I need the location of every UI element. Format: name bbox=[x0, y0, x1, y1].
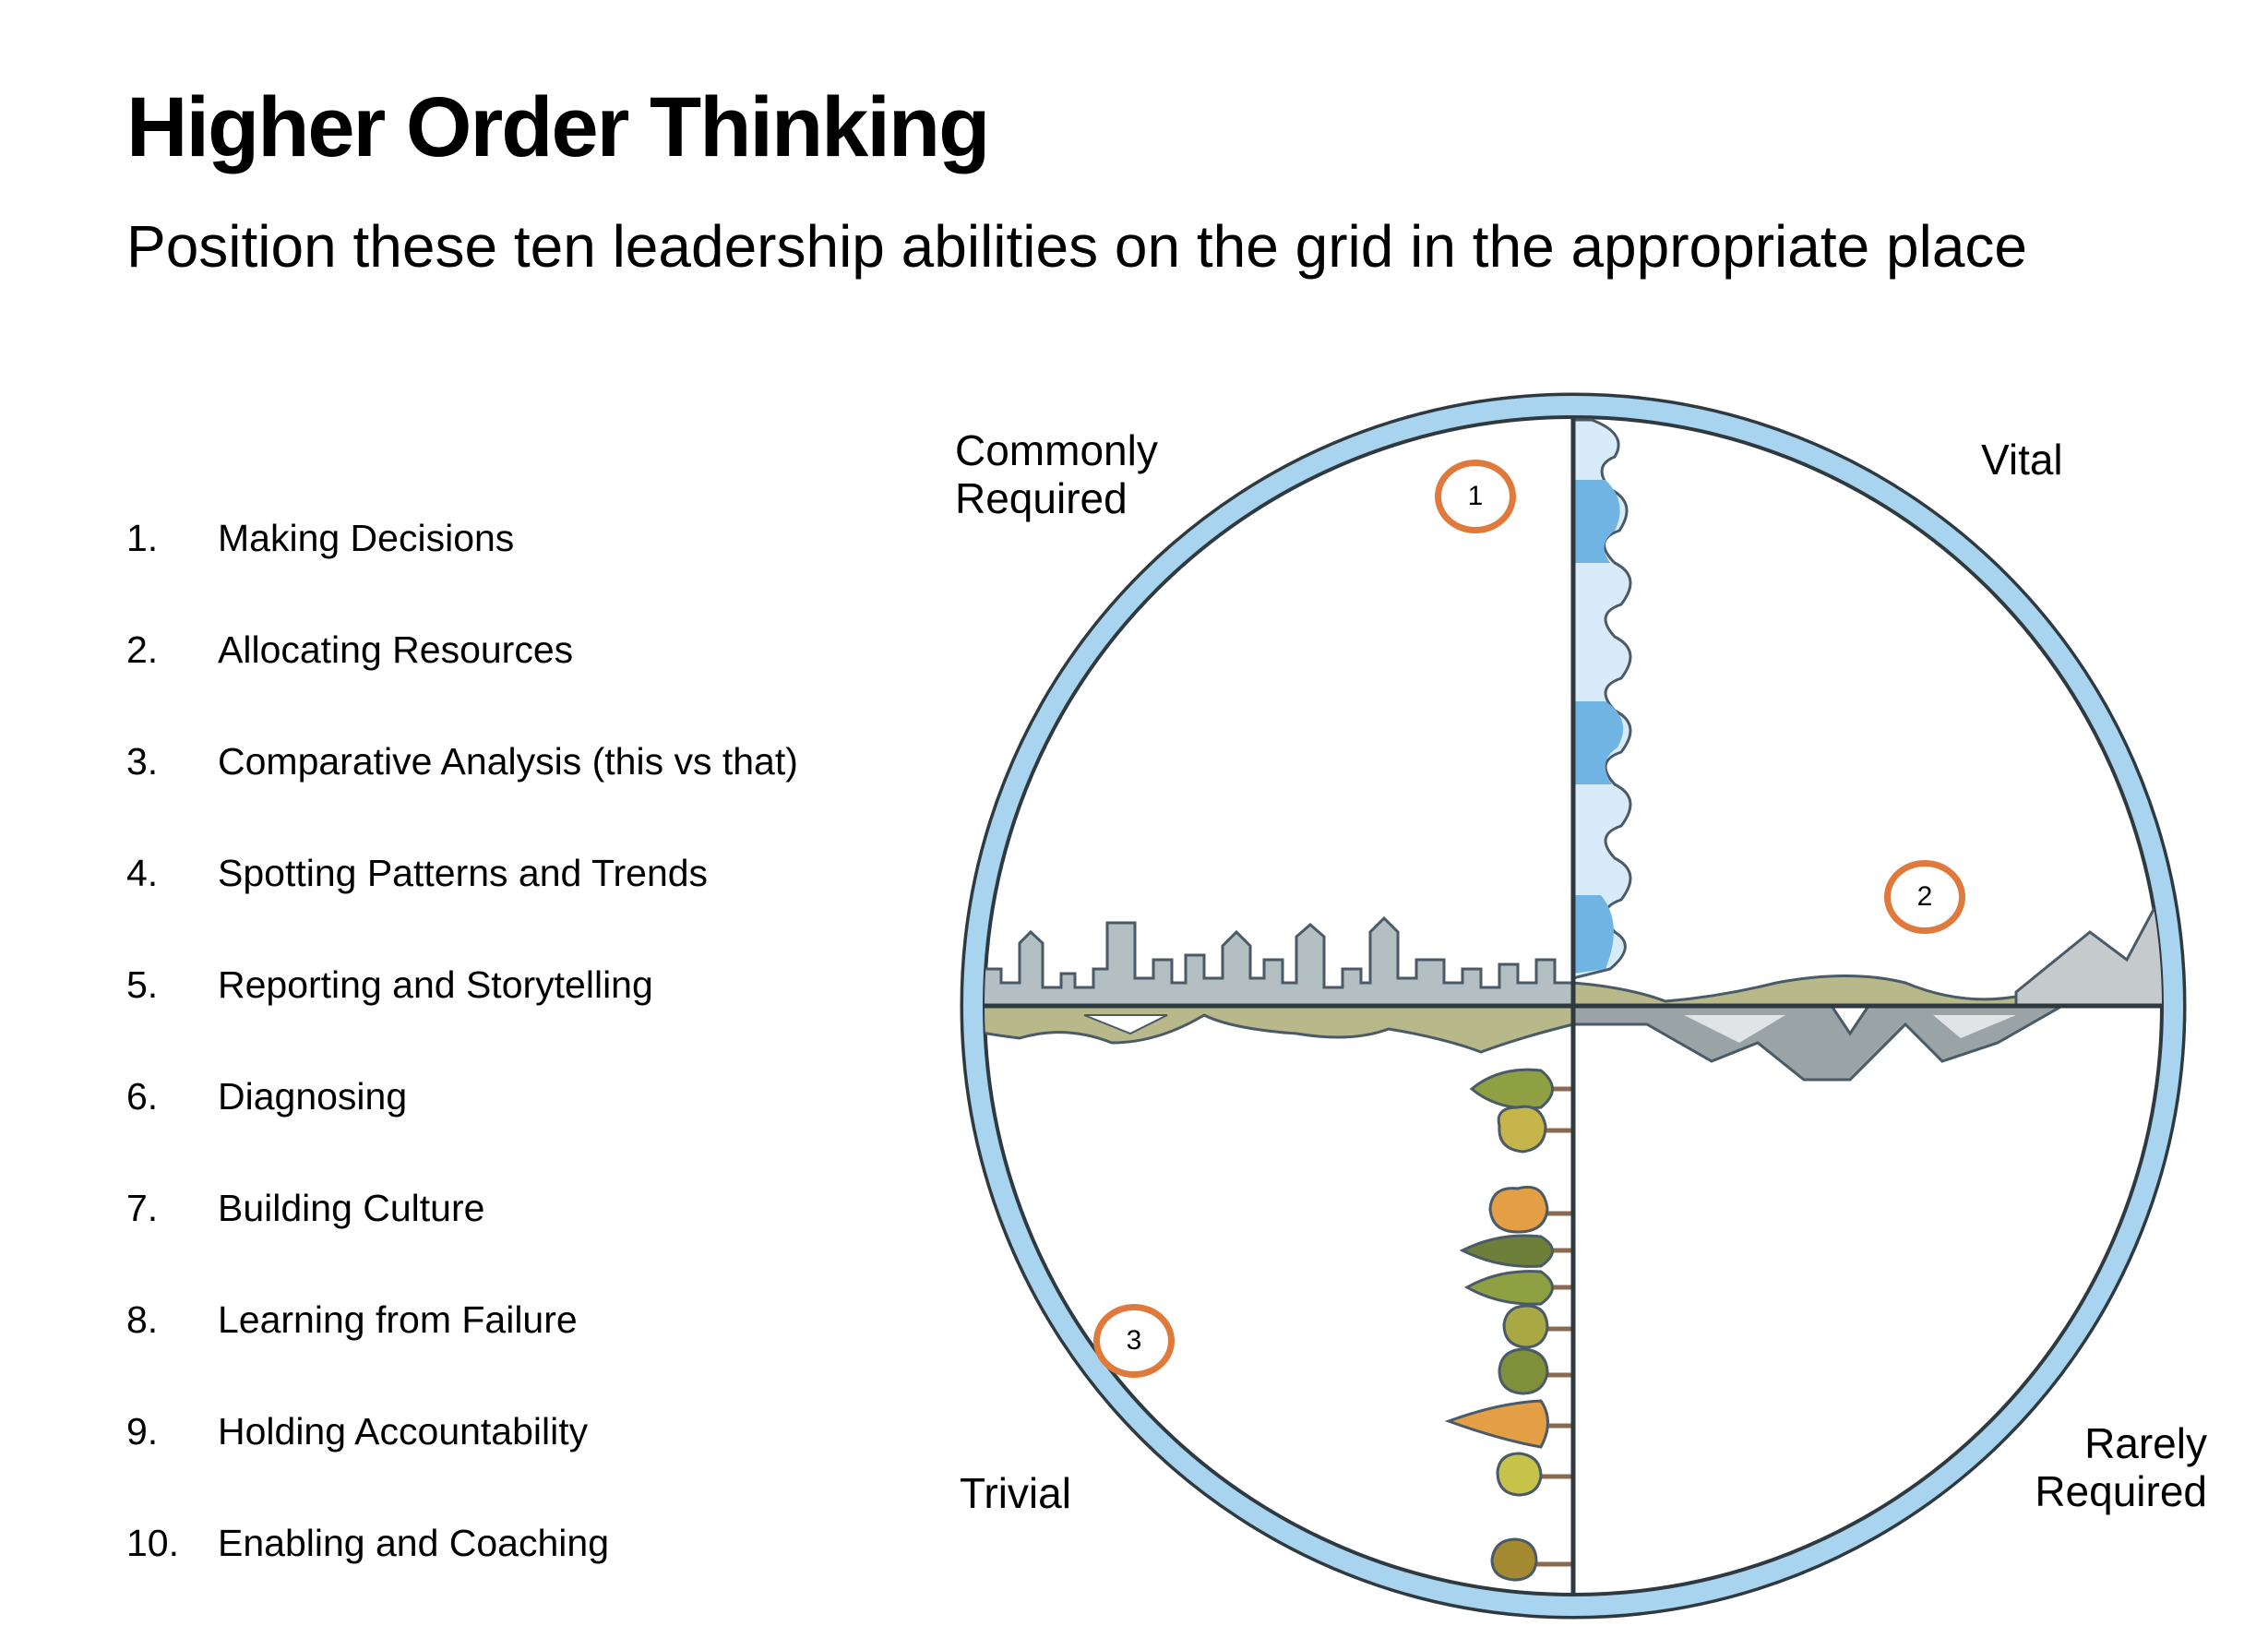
item-number: 1. bbox=[126, 517, 159, 559]
quadrant-label-bottom-left: Trivial bbox=[960, 1469, 1071, 1517]
list-item: 10. Enabling and Coaching bbox=[126, 1522, 798, 1633]
quadrant-illustration bbox=[960, 392, 2187, 1620]
item-number: 10. bbox=[126, 1522, 179, 1564]
item-label: Diagnosing bbox=[218, 1075, 408, 1118]
item-number: 3. bbox=[126, 740, 159, 783]
label-line: Commonly bbox=[955, 426, 1158, 474]
item-label: Holding Accountability bbox=[218, 1410, 589, 1453]
item-label: Reporting and Storytelling bbox=[218, 963, 653, 1006]
list-item: 9. Holding Accountability bbox=[126, 1410, 798, 1522]
item-label: Learning from Failure bbox=[218, 1298, 578, 1341]
list-item: 8. Learning from Failure bbox=[126, 1298, 798, 1410]
item-number: 7. bbox=[126, 1187, 159, 1229]
item-number: 2. bbox=[126, 628, 159, 671]
page-subtitle: Position these ten leadership abilities … bbox=[126, 213, 2027, 280]
quadrant-label-bottom-right: Rarely Required bbox=[2011, 1419, 2207, 1515]
quadrant-label-top-right: Vital bbox=[1981, 436, 2063, 484]
city-skyline bbox=[985, 915, 1575, 1008]
item-label: Enabling and Coaching bbox=[218, 1522, 609, 1564]
item-number: 8. bbox=[126, 1298, 159, 1341]
list-item: 4. Spotting Patterns and Trends bbox=[126, 852, 798, 963]
item-number: 5. bbox=[126, 963, 159, 1006]
item-label: Comparative Analysis (this vs that) bbox=[218, 740, 798, 783]
list-item: 3. Comparative Analysis (this vs that) bbox=[126, 740, 798, 852]
ring-band bbox=[963, 396, 2183, 1616]
abilities-list: 1. Making Decisions 2. Allocating Resource… bbox=[126, 517, 798, 1633]
item-label: Spotting Patterns and Trends bbox=[218, 852, 709, 894]
item-number: 9. bbox=[126, 1410, 159, 1453]
list-item: 5. Reporting and Storytelling bbox=[126, 963, 798, 1075]
list-item: 1. Making Decisions bbox=[126, 517, 798, 628]
tree-column bbox=[1444, 1068, 1573, 1582]
label-line: Required bbox=[955, 474, 1128, 522]
marker-1[interactable]: 1 bbox=[1435, 460, 1516, 533]
quadrant-label-top-left: Commonly Required bbox=[955, 426, 1158, 522]
marker-2[interactable]: 2 bbox=[1884, 860, 1965, 934]
list-item: 7. Building Culture bbox=[126, 1187, 798, 1298]
label-line: Required bbox=[2035, 1467, 2207, 1515]
label-line: Rarely bbox=[2084, 1419, 2207, 1467]
quadrant-grid: Commonly Required Vital Trivial Rarely R… bbox=[927, 378, 2219, 1643]
water-waves bbox=[1571, 418, 1632, 980]
list-item: 6. Diagnosing bbox=[126, 1075, 798, 1187]
mountain-reflection bbox=[1571, 1004, 2068, 1082]
item-label: Building Culture bbox=[218, 1187, 485, 1229]
item-number: 6. bbox=[126, 1075, 159, 1118]
page-title: Higher Order Thinking bbox=[126, 80, 990, 174]
item-number: 4. bbox=[126, 852, 159, 894]
item-label: Making Decisions bbox=[218, 517, 515, 559]
item-label: Allocating Resources bbox=[218, 628, 574, 671]
marker-3[interactable]: 3 bbox=[1093, 1304, 1175, 1378]
list-item: 2. Allocating Resources bbox=[126, 628, 798, 740]
